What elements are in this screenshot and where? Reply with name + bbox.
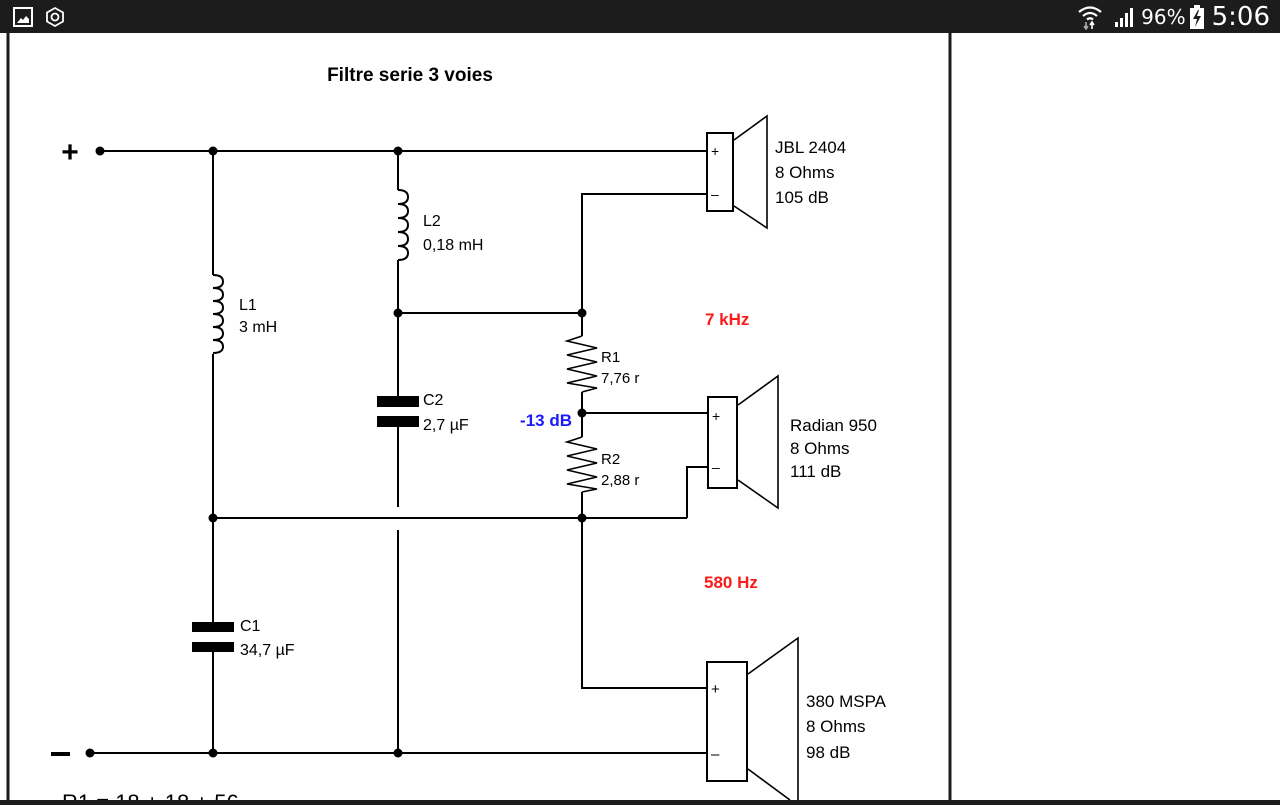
L1-value: 3 mH [239,319,277,336]
inductor-L1-symbol [212,274,225,354]
speaker-pin-plus: + [712,408,720,424]
R1-value: 7,76 r [601,370,639,387]
speaker-sensitivity: 111 dB [790,462,841,481]
C2-name: C2 [423,392,444,409]
speaker-impedance: 8 Ohms [806,717,866,736]
speaker-model: Radian 950 [790,416,877,435]
speaker-impedance: 8 Ohms [790,439,850,458]
L1-name: L1 [239,297,257,314]
R2-value: 2,88 r [601,472,639,489]
speaker-jbl-2404: + – JBL 2404 8 Ohms 105 dB [706,114,846,230]
junction-dots [85,146,587,758]
speaker-impedance: 8 Ohms [775,163,835,182]
speaker-model: 380 MSPA [806,692,887,711]
speaker-model: JBL 2404 [775,138,846,157]
inductor-L2-symbol [397,189,410,261]
wifi-data-icon [1078,5,1102,30]
speaker-sensitivity: 105 dB [775,188,829,207]
resistor-R2-symbol [564,436,598,493]
speaker-pin-minus: – [711,186,719,202]
speaker-pin-plus: + [711,681,720,698]
L2-name: L2 [423,213,441,230]
crossover-low-label: 580 Hz [704,573,758,592]
gallery-notification-icon [13,7,33,27]
status-bar: 96% 5:06 [0,0,1280,33]
attenuation-label: -13 dB [520,411,572,430]
resistor-R1-symbol [564,335,598,393]
image-viewer: Filtre serie 3 voies [0,33,1280,805]
capacitor-C1-symbol [192,622,234,652]
positive-terminal-label: + [61,136,79,169]
C2-value: 2,7 µF [423,417,469,434]
battery-percent: 96% [1141,4,1186,29]
battery-charging-icon [1189,4,1204,29]
crossover-high-label: 7 kHz [705,310,749,329]
speaker-380-mspa: + – 380 MSPA 8 Ohms 98 dB [706,636,887,801]
C1-value: 34,7 µF [240,642,295,659]
speaker-radian-950: + – Radian 950 8 Ohms 111 dB [707,374,877,510]
C1-name: C1 [240,618,261,635]
signal-icon [1115,7,1134,27]
footnote: R1 = 18 + 18 + 56 [62,790,239,800]
settings-notification-icon [46,6,64,28]
L2-value: 0,18 mH [423,237,483,254]
speaker-pin-plus: + [711,143,719,159]
diagram-title: Filtre serie 3 voies [327,65,493,86]
speaker-sensitivity: 98 dB [806,743,850,762]
speaker-pin-minus: – [712,459,720,475]
capacitor-C2-symbol [377,396,419,427]
R2-name: R2 [601,451,620,468]
R1-name: R1 [601,349,620,366]
schematic: Filtre serie 3 voies [6,33,952,805]
speaker-pin-minus: – [711,746,720,763]
clock: 5:06 [1211,1,1270,32]
